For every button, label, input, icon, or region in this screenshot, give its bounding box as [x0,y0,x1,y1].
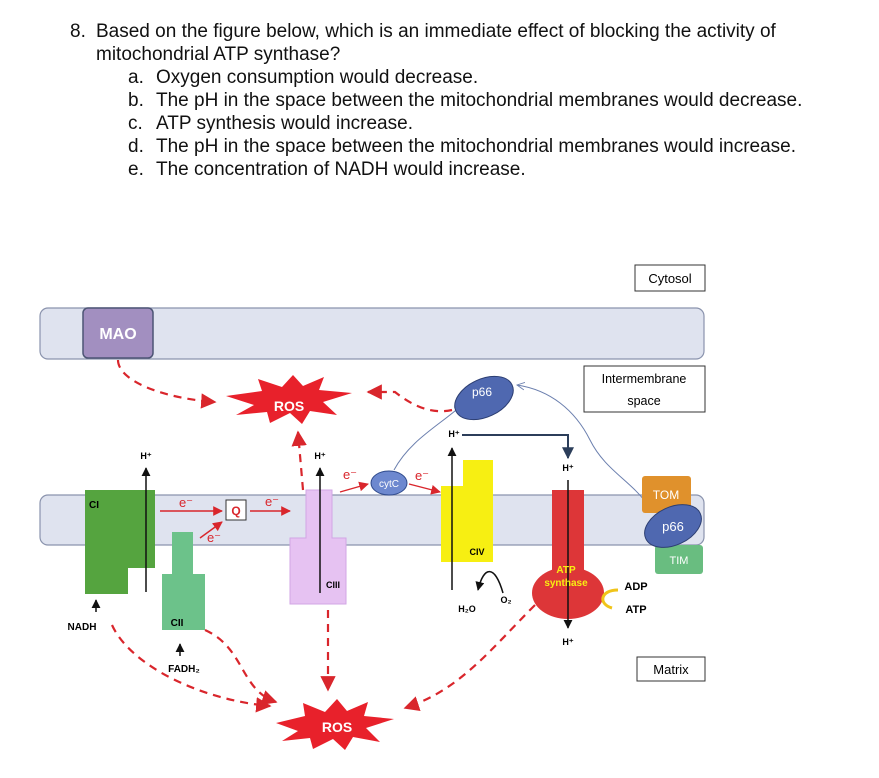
ci-proton-label: H⁺ [140,451,151,461]
cytosol-label: Cytosol [648,271,691,286]
question-stem: Based on the figure below, which is an i… [96,21,776,65]
atp-synthase-proton-label-bottom: H⁺ [562,637,573,647]
option-text: The concentration of NADH would increase… [156,159,526,180]
mao-to-ros-arrow [116,359,217,409]
cii-to-q-arrow [199,521,223,539]
o2-to-h2o-arrow [475,570,504,594]
mao-enzyme [82,307,154,359]
p66-membrane [644,504,702,548]
tim-complex [655,545,703,574]
adp-to-atp-arrow [601,588,619,610]
answer-option-b: b. The pH in the space between the mitoc… [128,89,860,112]
intermembrane-box [583,365,706,413]
answer-option-c: c. ATP synthesis would increase. [128,112,860,135]
cytc-label: cytC [379,479,399,490]
cytosol-box [634,264,706,292]
electron-label-4: e⁻ [343,467,357,482]
ros-top-label: ROS [274,398,304,414]
civ-label: CIV [469,547,484,557]
h2o-label: H₂O [458,604,476,614]
ros-burst-top [226,375,352,424]
electron-label-3: e⁻ [265,494,279,509]
p66-to-top-arrow [517,385,649,506]
question-block: 8. Based on the figure below, which is a… [70,20,860,181]
electron-label-1: e⁻ [179,495,193,510]
answer-option-a: a. Oxygen consumption would decrease. [128,66,860,89]
atp-synthase-proton-label: H⁺ [562,463,573,473]
tom-complex [642,476,691,513]
option-letter: d. [128,136,144,157]
answer-option-e: e. The concentration of NADH would incre… [128,158,860,181]
mitochondria-diagram: Cytosol Intermembrane space Matrix MAO R… [39,264,706,750]
ciii-proton-label: H⁺ [314,451,325,461]
ros-bottom-label: ROS [322,719,352,735]
ciii-label: CIII [326,580,340,590]
option-text: The pH in the space between the mitochon… [156,136,797,157]
electron-label-2: e⁻ [207,530,221,545]
ros-arrows [110,359,536,713]
complex-iii [289,489,347,605]
option-letter: b. [128,90,144,111]
option-letter: c. [128,113,143,134]
answer-option-d: d. The pH in the space between the mitoc… [128,135,860,158]
cytc-protein [370,470,408,496]
cytc-to-civ-arrow [408,483,441,495]
cytc-to-ros-arrow [366,384,453,413]
question-stem-row: 8. Based on the figure below, which is a… [70,20,860,66]
question-number: 8. [70,21,86,42]
atp-label: ATP [625,604,646,616]
inner-membrane [39,494,705,546]
complex-ii [162,532,205,630]
matrix-box [636,656,706,682]
o2-label: O₂ [501,595,512,605]
option-text: ATP synthesis would increase. [156,113,413,134]
option-letter: a. [128,67,144,88]
complex-iv [441,460,493,562]
nadh-label: NADH [68,622,97,633]
cii-label: CII [171,618,184,629]
atp-synthase-label: ATP [556,565,576,576]
atp-synthase-label-2: synthase [544,578,588,589]
option-text: The pH in the space between the mitochon… [156,90,803,111]
ciii-to-cytc-arrow [339,481,369,493]
proton-path-arrow [462,434,574,460]
p66-top [454,375,514,421]
ci-to-ros-bottom-arrow [110,624,272,713]
fadh2-label: FADH₂ [168,664,200,675]
mao-label: MAO [99,326,136,343]
outer-membrane [39,307,705,360]
option-letter: e. [128,159,144,180]
cii-to-ros-bottom-arrow [204,628,278,705]
option-text: Oxygen consumption would decrease. [156,67,479,88]
q-box [225,499,247,521]
ciii-to-ros-top-arrow [291,430,307,491]
complex-i [85,490,155,594]
tom-label: TOM [653,488,679,502]
matrix-label: Matrix [653,662,689,677]
tim-label: TIM [670,555,689,567]
ci-label: CI [89,500,99,511]
civ-to-ros-bottom-arrow [403,604,536,711]
ros-burst-bottom [276,699,394,750]
q-label: Q [231,504,240,518]
civ-proton-label: H⁺ [448,429,459,439]
p66-top-label: p66 [472,385,492,399]
intermembrane-label: Intermembrane [602,372,687,386]
adp-label: ADP [624,581,647,593]
p66-membrane-label: p66 [662,519,684,534]
intermembrane-label-2: space [627,394,660,408]
cytc-to-p66-arrow [393,405,462,471]
electron-label-5: e⁻ [415,468,429,483]
